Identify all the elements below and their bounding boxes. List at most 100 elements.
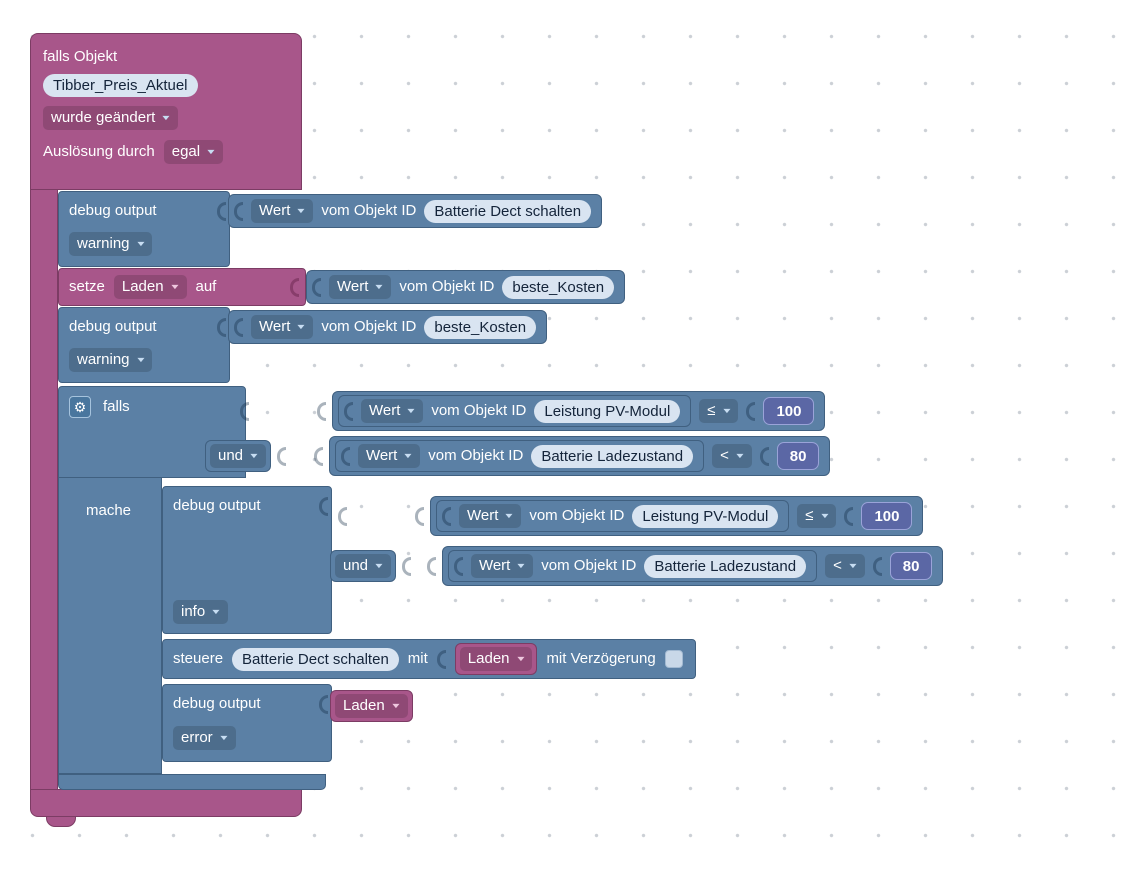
und-dropdown[interactable]: und [210,444,266,468]
variable-dropdown[interactable]: Laden [335,694,408,718]
debug3-condition-row-2: und Wert vom Objekt ID Batterie Ladezust… [330,544,944,588]
connector-notch [415,506,424,526]
logic-operation-block[interactable]: und [330,550,396,582]
wert-dropdown[interactable]: Wert [251,199,314,223]
value-input-connector [217,317,226,337]
connector-notch [746,401,756,421]
connector-notch [844,506,854,526]
vom-objekt-id-label: vom Objekt ID [431,402,527,419]
operator-dropdown[interactable]: ≤ [699,399,739,423]
object-id-field[interactable]: Batterie Ladezustand [644,554,807,578]
debug-output-block-3[interactable]: debug output info [162,486,332,634]
trigger-by-dropdown[interactable]: egal [163,140,224,164]
mutator-gear-icon[interactable] [69,396,91,418]
object-id-field[interactable]: Batterie Dect schalten [424,199,592,223]
get-value-block-2[interactable]: Wert vom Objekt ID beste_Kosten [306,270,626,304]
operator-dropdown[interactable]: < [825,554,865,578]
compare-block[interactable]: Wert vom Objekt ID Batterie Ladezustand … [441,546,944,586]
number-block[interactable]: 100 [861,502,913,530]
und-dropdown[interactable]: und [335,554,391,578]
compare-block[interactable]: Wert vom Objekt ID Batterie Ladezustand … [328,436,831,476]
operator-dropdown[interactable]: ≤ [797,504,837,528]
wert-dropdown[interactable]: Wert [470,554,534,578]
debug-output-block-4[interactable]: debug output error [162,684,332,762]
wert-dropdown[interactable]: Wert [251,315,314,339]
vom-objekt-id-label: vom Objekt ID [321,202,417,219]
vom-objekt-id-label: vom Objekt ID [529,507,625,524]
if-block-mache-spine[interactable]: mache [58,477,162,774]
object-id-field[interactable]: Leistung PV-Modul [534,399,681,423]
control-state-block[interactable]: steuere Batterie Dect schalten mit Laden… [162,639,696,679]
get-value-block-3[interactable]: Wert vom Objekt ID beste_Kosten [228,310,548,344]
connector-notch [453,556,463,576]
trigger-by-label: Auslösung durch [43,143,155,160]
value-input-connector [319,496,328,516]
connector-notch [344,401,353,421]
number-block[interactable]: 80 [776,442,820,470]
debug4-value: Laden [330,690,413,722]
logic-operation-block[interactable]: und [205,440,271,472]
wert-dropdown[interactable]: Wert [357,444,421,468]
get-value-block[interactable]: Wert vom Objekt ID Leistung PV-Modul [436,500,790,532]
vom-objekt-id-label: vom Objekt ID [321,318,417,335]
delay-checkbox[interactable] [664,650,683,668]
debug-output-block-2[interactable]: debug output warning [58,307,230,383]
steuere-label: steuere [173,650,224,667]
compare-block[interactable]: Wert vom Objekt ID Leistung PV-Modul ≤ 1… [430,496,924,536]
falls-label: falls [103,398,130,415]
connector-notch [313,446,323,466]
debug-output-label: debug output [173,497,261,514]
variable-get-block[interactable]: Laden [330,690,413,722]
wert-dropdown[interactable]: Wert [361,399,424,423]
get-value-block-1[interactable]: Wert vom Objekt ID Batterie Dect schalte… [228,194,603,228]
severity-dropdown-3[interactable]: info [173,600,229,624]
object-id-field[interactable]: beste_Kosten [502,275,615,299]
set-variable-block[interactable]: setze Laden auf [58,268,306,306]
auf-label: auf [195,278,217,295]
mit-label: mit [407,650,428,667]
number-block[interactable]: 80 [889,552,933,580]
variable-dropdown[interactable]: Laden [459,647,533,671]
spacer [255,411,311,412]
get-value-block[interactable]: Wert vom Objekt ID Batterie Ladezustand [334,440,705,472]
value-input-connector [436,649,446,669]
value-input-connector [319,694,328,714]
object-id-field[interactable]: beste_Kosten [424,315,537,339]
connector-notch [317,401,326,421]
variable-get-block[interactable]: Laden [454,643,538,675]
change-mode-dropdown[interactable]: wurde geändert [43,106,179,130]
debug3-condition-row-1: Wert vom Objekt ID Leistung PV-Modul ≤ 1… [338,494,924,538]
get-value-block[interactable]: Wert vom Objekt ID Leistung PV-Modul [338,395,692,427]
debug-output-label: debug output [69,202,157,219]
value-input-connector [290,277,299,297]
connector-notch [234,317,243,337]
object-id-field[interactable]: Batterie Ladezustand [531,444,694,468]
trigger-block-spine[interactable] [30,189,58,790]
setze-label: setze [69,278,105,295]
number-block[interactable]: 100 [763,397,815,425]
object-id-field[interactable]: Batterie Dect schalten [232,647,399,671]
wert-dropdown[interactable]: Wert [329,275,392,299]
object-id-field[interactable]: Leistung PV-Modul [632,504,779,528]
if-block-header[interactable]: falls [58,386,246,478]
connector-notch [872,556,882,576]
variable-dropdown[interactable]: Laden [113,275,187,299]
connector-notch [276,446,286,466]
vom-objekt-id-label: vom Objekt ID [541,557,637,574]
wert-dropdown[interactable]: Wert [459,504,522,528]
operator-dropdown[interactable]: < [712,444,752,468]
trigger-object-id-field[interactable]: Tibber_Preis_Aktuel [43,74,198,97]
severity-dropdown-1[interactable]: warning [69,232,153,256]
connector-notch [426,556,436,576]
trigger-block-header[interactable]: falls Objekt Tibber_Preis_Aktuel wurde g… [30,33,302,190]
if-block-footer[interactable] [58,774,326,790]
get-value-block[interactable]: Wert vom Objekt ID Batterie Ladezustand [447,550,818,582]
severity-dropdown-2[interactable]: warning [69,348,153,372]
compare-block[interactable]: Wert vom Objekt ID Leistung PV-Modul ≤ 1… [332,391,826,431]
spacer [417,566,421,567]
debug-output-block-1[interactable]: debug output warning [58,191,230,267]
severity-dropdown-4[interactable]: error [173,726,236,750]
mit-verzoegerung-label: mit Verzögerung [546,650,656,667]
trigger-block-footer[interactable] [30,789,302,817]
